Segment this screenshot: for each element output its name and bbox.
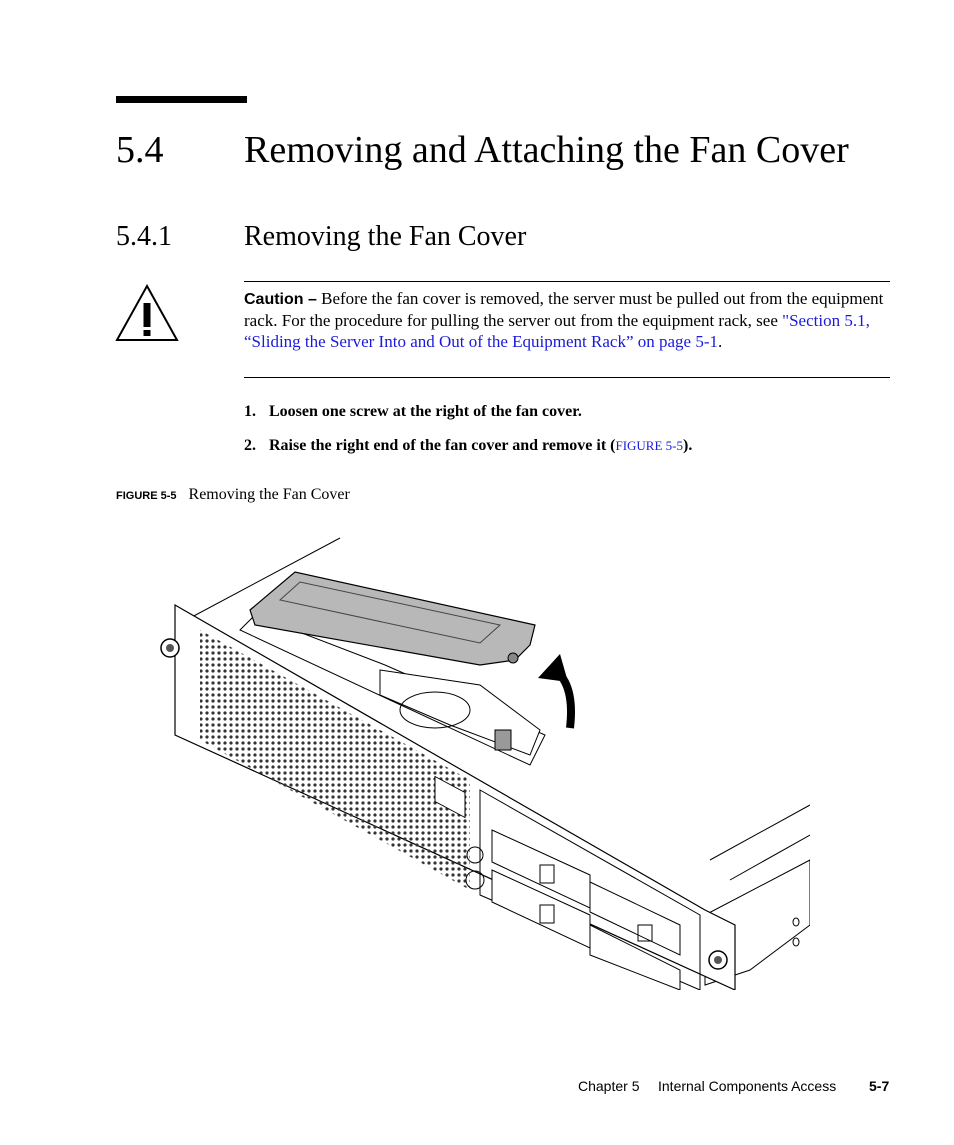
footer-chapter: Chapter 5	[578, 1078, 640, 1094]
caution-label: Caution –	[244, 291, 317, 308]
section-top-bar	[116, 96, 247, 103]
caution-note: Caution – Before the fan cover is remove…	[244, 288, 890, 352]
subsection-title: Removing the Fan Cover	[244, 221, 527, 252]
section-5-1-link[interactable]: "Section 5.1, “Sliding the Server Into a…	[244, 311, 870, 351]
warning-triangle-icon	[115, 283, 179, 341]
caution-top-rule	[244, 281, 890, 282]
figure-5-5-link[interactable]: FIGURE 5-5	[615, 438, 683, 453]
figure-title: Removing the Fan Cover	[188, 486, 350, 503]
figure-caption: FIGURE 5-5 Removing the Fan Cover	[116, 486, 350, 504]
step-end: ).	[683, 437, 693, 454]
step-2: 2. Raise the right end of the fan cover a…	[244, 435, 692, 457]
step-1: 1. Loosen one screw at the right of the f…	[244, 401, 582, 423]
figure-label: FIGURE 5-5	[116, 490, 177, 502]
caution-end: .	[718, 332, 723, 351]
subsection-number: 5.4.1	[116, 221, 172, 252]
fan-cover-removal-illustration	[160, 537, 810, 990]
caution-bottom-rule	[244, 377, 890, 378]
section-title: Removing and Attaching the Fan Cover	[244, 129, 849, 171]
caution-body: Before the fan cover is removed, the ser…	[244, 289, 884, 330]
step-number: 2.	[244, 437, 256, 454]
step-number: 1.	[244, 403, 256, 420]
page-number: 5-7	[869, 1078, 890, 1094]
section-number: 5.4	[116, 129, 164, 171]
footer-title: Internal Components Access	[658, 1078, 837, 1094]
step-text: Loosen one screw at the right of the fan…	[269, 403, 582, 420]
subsection-heading: 5.4.1 Removing the Fan Cover	[116, 218, 526, 256]
step-text: Raise the right end of the fan cover and…	[269, 437, 616, 454]
section-heading: 5.4 Removing and Attaching the Fan Cover	[116, 124, 849, 176]
